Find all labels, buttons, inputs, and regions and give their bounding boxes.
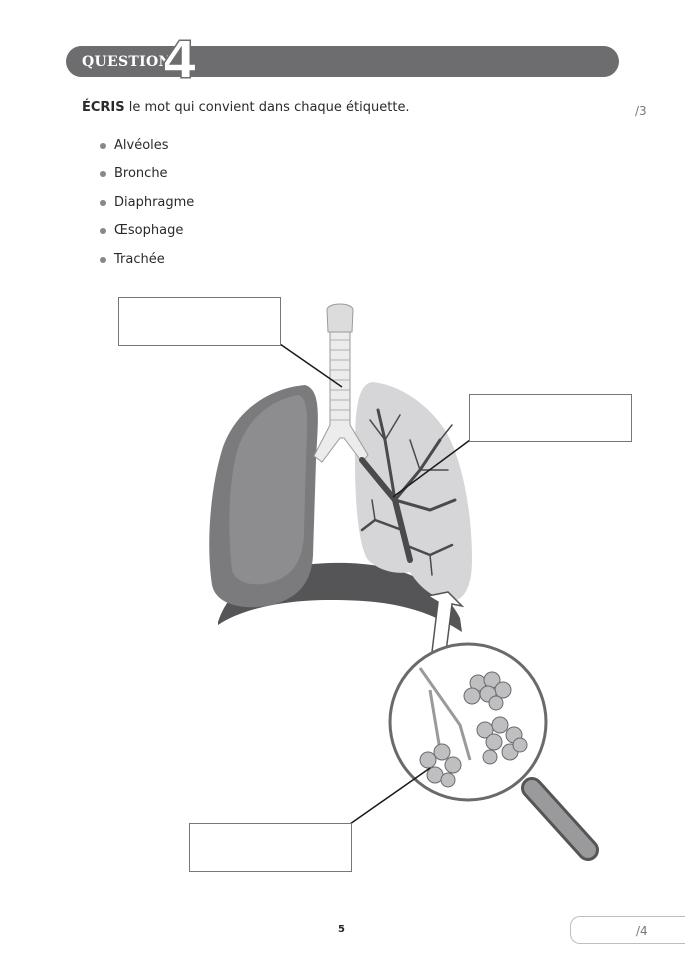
leader-line-bottom: [349, 767, 431, 825]
instruction: ÉCRIS le mot qui convient dans chaque ét…: [82, 100, 410, 115]
leader-line-top-left: [279, 343, 343, 388]
question-number: 4: [162, 34, 198, 84]
bronchi-illustration: [359, 408, 457, 576]
bullet-icon: [100, 143, 106, 149]
instruction-text: le mot qui convient dans chaque étiquett…: [124, 100, 410, 115]
word-bank-item: Diaphragme: [100, 195, 194, 223]
bullet-icon: [100, 256, 106, 263]
instruction-verb: ÉCRIS: [82, 100, 125, 115]
word-bank-item: Bronche: [100, 166, 194, 194]
trachea-illustration: [313, 303, 369, 463]
word-bank-item: Trachée: [100, 252, 194, 280]
bullet-icon: [100, 228, 106, 235]
word-bank: Alvéoles Bronche Diaphragme Œsophage Tra…: [100, 138, 194, 280]
question-header-bar: [66, 46, 619, 77]
bullet-icon: [100, 171, 106, 178]
alveoli-illustration: [418, 667, 528, 788]
leader-line-right: [392, 439, 471, 498]
page-number: 5: [338, 924, 345, 935]
word-bank-item: Œsophage: [100, 223, 194, 251]
score-bottom: /4: [636, 924, 648, 938]
question-label: QUESTION: [82, 54, 172, 70]
word-bank-item: Alvéoles: [100, 138, 194, 166]
label-box-bottom[interactable]: [189, 823, 352, 872]
score-top: /3: [635, 104, 647, 118]
label-box-right[interactable]: [469, 394, 632, 442]
bullet-icon: [100, 199, 106, 206]
score-box-bottom: [570, 916, 685, 944]
question-number-badge: 4: [162, 34, 199, 84]
label-box-top-left[interactable]: [118, 297, 281, 346]
